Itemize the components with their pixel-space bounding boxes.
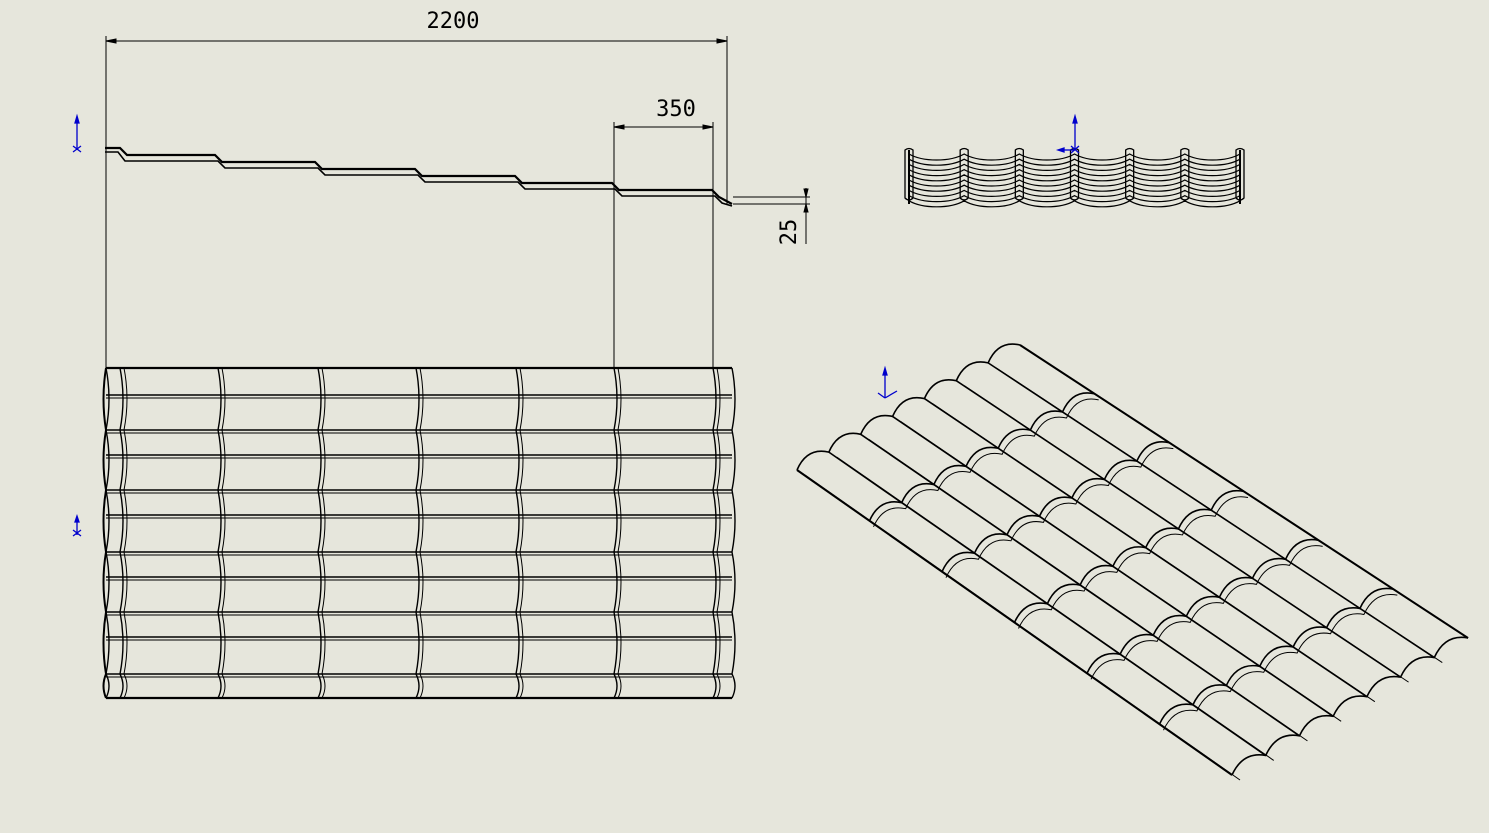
end-view-crest — [1235, 147, 1245, 201]
arrow-up-icon — [882, 365, 888, 376]
end-view-wave-line — [908, 153, 1241, 161]
dimension-25-label: 25 — [777, 219, 802, 246]
panel-step-line — [119, 367, 124, 699]
panel-step-line — [321, 367, 326, 699]
end-view-wave-line — [908, 189, 1241, 197]
end-view-wave-line — [908, 163, 1241, 171]
arrow-up-icon — [1072, 113, 1078, 124]
iso-step-line — [873, 398, 1099, 528]
end-view-wave-line — [908, 158, 1241, 166]
panel-step-line — [105, 367, 110, 699]
end-view — [904, 147, 1245, 208]
end-view-crest — [904, 147, 914, 201]
iso-step-line — [1086, 538, 1319, 674]
iso-step-line — [1018, 496, 1249, 629]
end-view-wave-line — [908, 174, 1241, 182]
axis-triad-side — [72, 113, 82, 153]
iso-step-line — [1163, 594, 1398, 731]
panel-step-line — [617, 367, 622, 699]
end-view-wave-line — [908, 179, 1241, 187]
arrow-up-icon — [74, 513, 80, 523]
end-view-crest — [959, 147, 969, 201]
iso-rib-line — [868, 438, 1308, 742]
iso-step-line — [1158, 587, 1394, 725]
end-view-wave-line — [908, 200, 1241, 208]
panel-step-line — [217, 367, 222, 699]
axis-triad-end — [1055, 113, 1080, 154]
side-profile-view — [105, 36, 810, 368]
iso-rib-line — [995, 367, 1443, 663]
dimension-25 — [733, 188, 810, 244]
iso-rib-line — [836, 456, 1274, 761]
projection-lines — [105, 148, 714, 368]
end-view-crest — [1014, 147, 1024, 201]
panel-step-line — [613, 367, 618, 699]
end-view-wave-line — [908, 194, 1241, 203]
end-view-crest — [1125, 147, 1135, 201]
iso-edge — [796, 469, 1233, 776]
panel-step-line — [716, 367, 721, 699]
panel-step-line — [515, 367, 520, 699]
end-view-wave-line — [908, 184, 1241, 192]
end-view-crest — [1180, 147, 1190, 201]
iso-step-line — [1090, 545, 1323, 680]
isometric-view — [796, 343, 1469, 781]
panel-step-line — [712, 367, 717, 699]
arrow-up-icon — [74, 113, 80, 124]
iso-step-line — [1231, 636, 1469, 776]
iso-edge — [1019, 344, 1469, 639]
dimension-350-label: 350 — [656, 97, 696, 122]
panel-step-line — [317, 367, 322, 699]
panel-step-line — [731, 367, 736, 699]
dimension-350 — [613, 122, 714, 197]
arrow-left-icon — [1055, 147, 1065, 153]
iso-step-line — [868, 392, 1095, 522]
end-view-wave-line — [908, 168, 1241, 177]
front-view — [102, 366, 736, 700]
panel-step-line — [123, 367, 128, 699]
iso-step-line — [941, 441, 1170, 572]
panel-step-line — [419, 367, 424, 699]
iso-rib-line — [900, 421, 1342, 722]
iso-step-line — [1013, 489, 1245, 623]
iso-rib-line — [964, 385, 1409, 683]
panel-step-line — [221, 367, 226, 699]
panel-step-line — [415, 367, 420, 699]
axis-triad-front — [72, 513, 82, 537]
panel-edge-left — [102, 367, 108, 699]
iso-rib-line — [932, 403, 1376, 703]
dimension-2200-label: 2200 — [427, 9, 480, 34]
iso-step-line — [796, 343, 1021, 471]
panel-step-line — [519, 367, 524, 699]
iso-step-line — [945, 447, 1174, 578]
axis-triad-iso — [877, 365, 898, 399]
profile-outline — [105, 146, 733, 207]
dimension-2200 — [105, 36, 728, 205]
